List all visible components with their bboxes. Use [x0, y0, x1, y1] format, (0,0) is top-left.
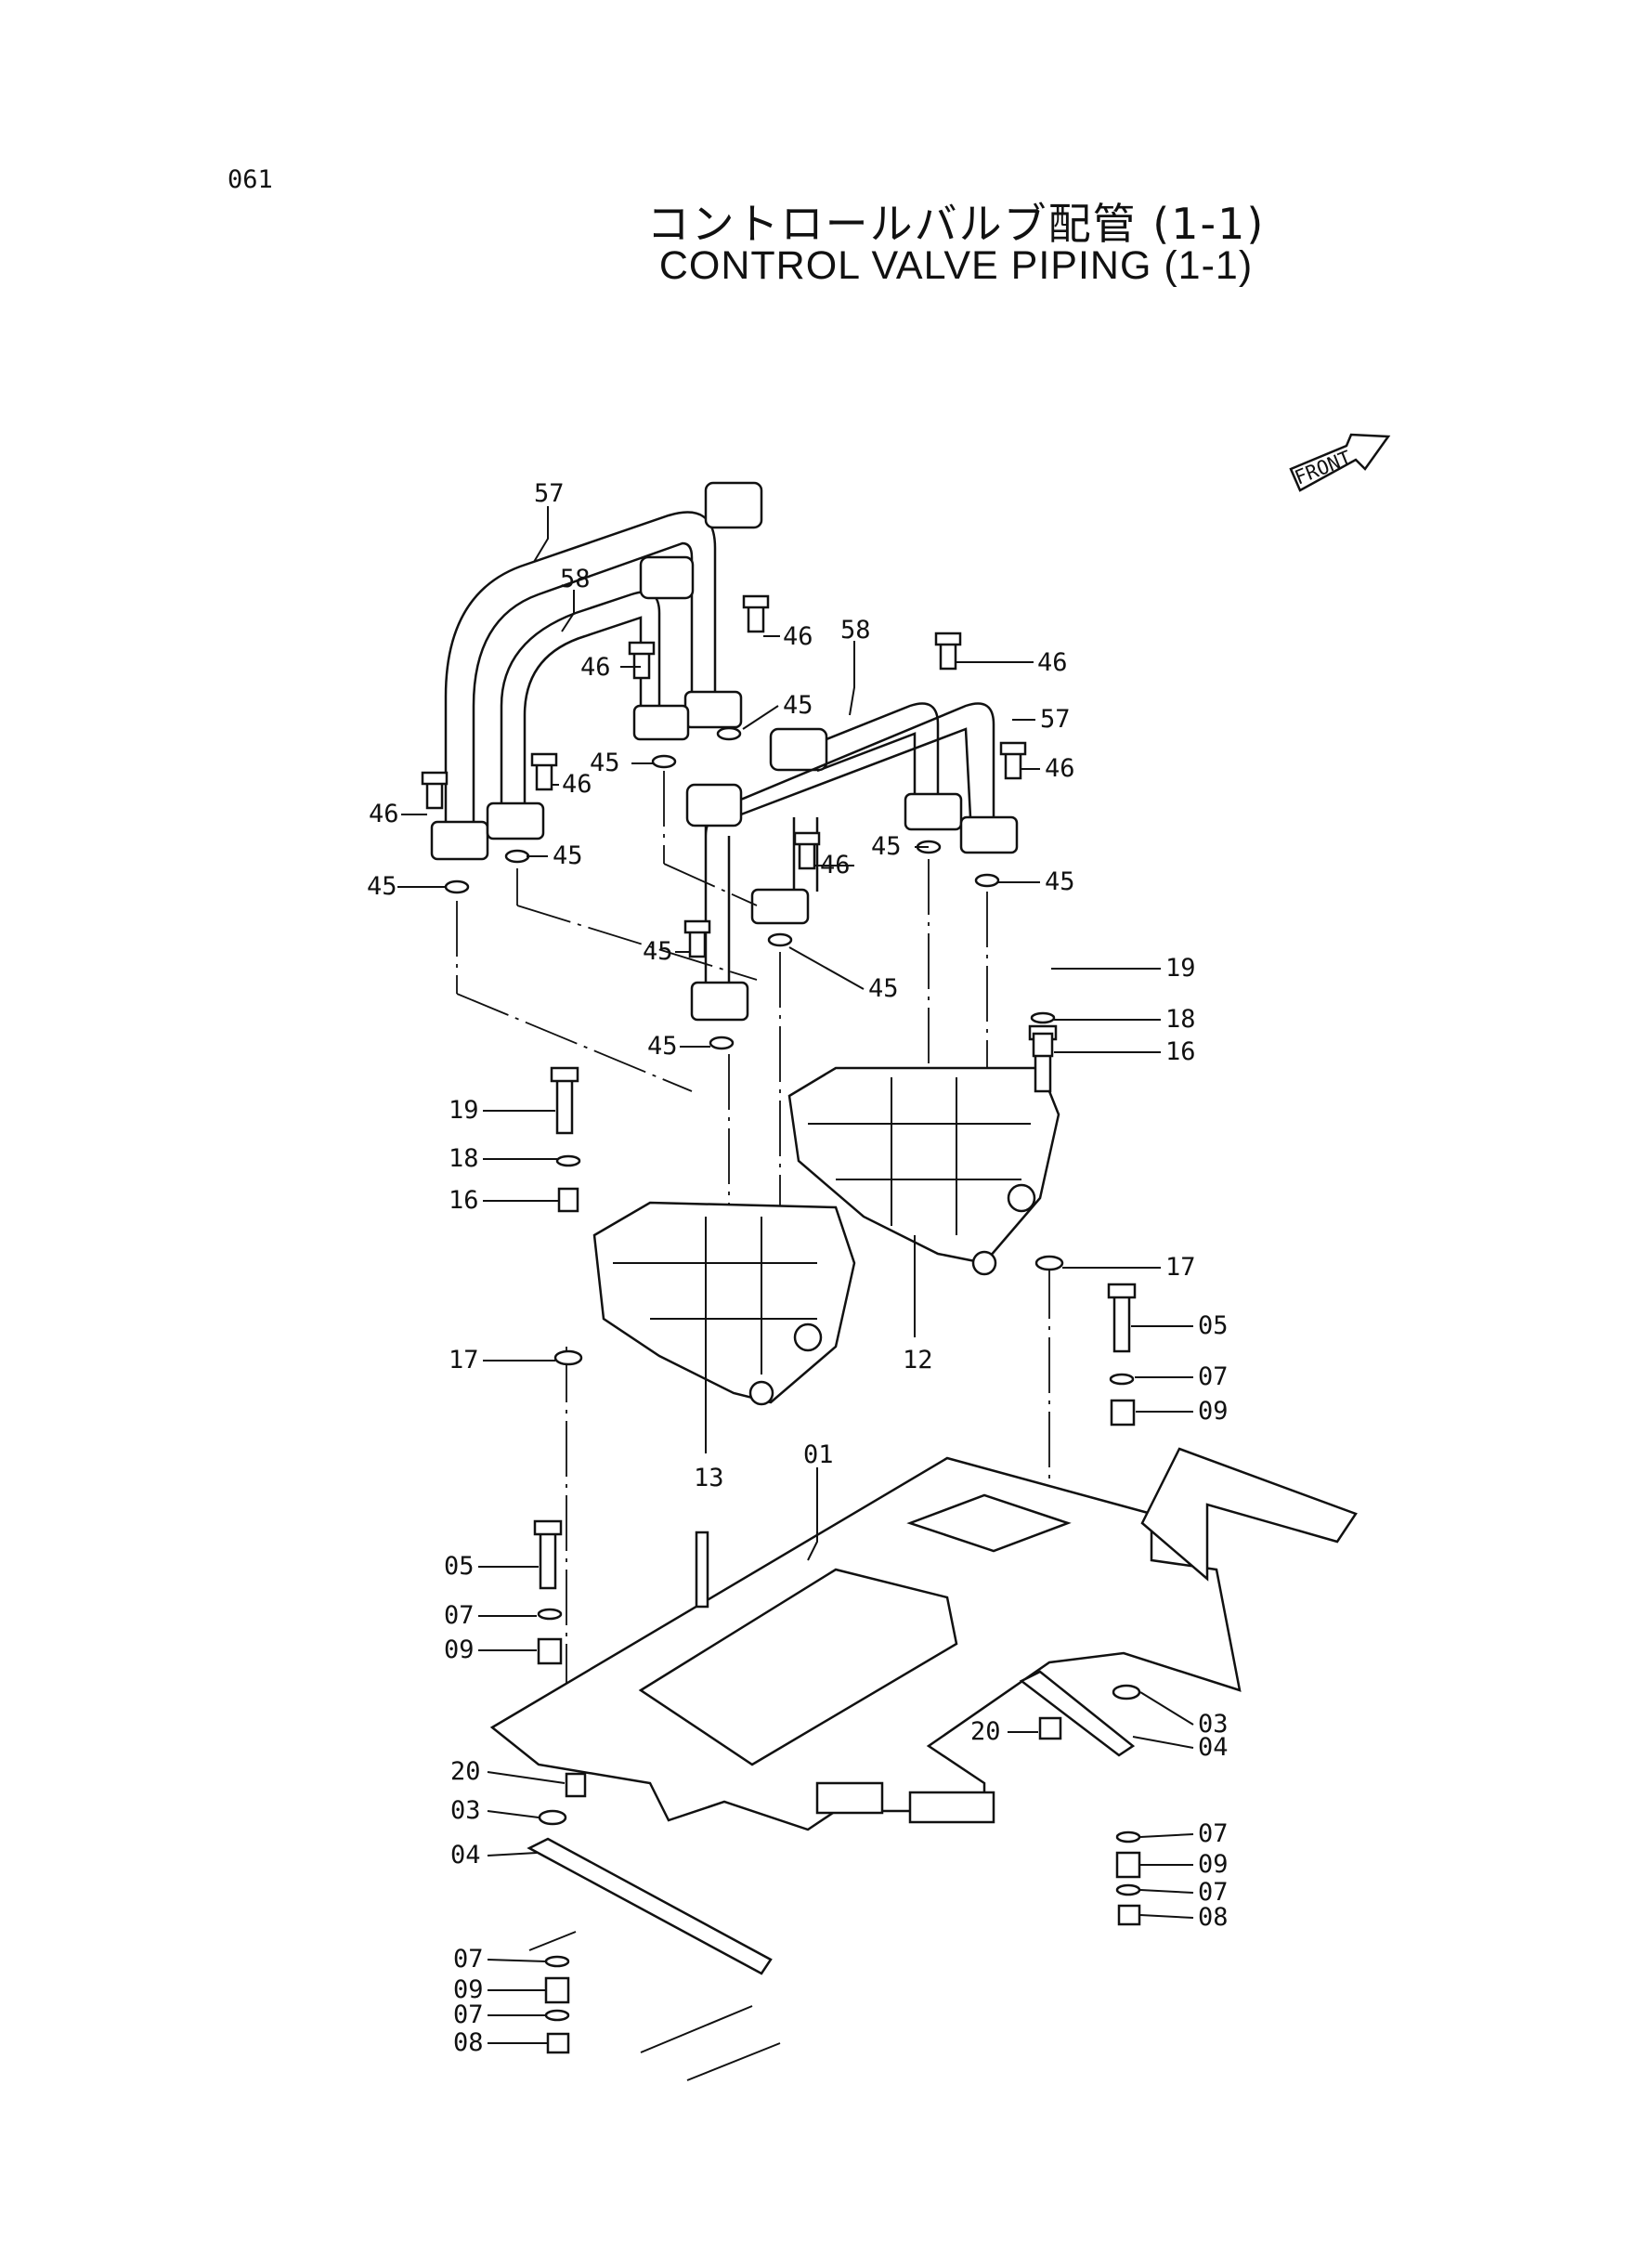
- part-label-46: 46: [580, 653, 611, 682]
- part-label-20: 20: [970, 1717, 1001, 1746]
- part-label-01: 01: [803, 1440, 834, 1469]
- pipe-57-right: [685, 702, 1019, 854]
- part-label-57: 57: [1040, 705, 1071, 734]
- mount-hardware-lower: [533, 1283, 1141, 2054]
- part-label-46: 46: [562, 770, 592, 799]
- control-valve-12: [787, 1066, 1060, 1276]
- part-label-45: 45: [868, 974, 899, 1003]
- part-label-09: 09: [1198, 1397, 1229, 1426]
- part-label-45: 45: [553, 841, 583, 870]
- part-label-05: 05: [444, 1552, 475, 1581]
- part-labels: 57 58 46 46 45 45 46 46 45 45 58 46 57 4…: [367, 479, 1229, 2057]
- part-label-45: 45: [367, 872, 397, 901]
- part-label-45: 45: [1045, 867, 1075, 896]
- part-label-04: 04: [1198, 1733, 1229, 1762]
- part-label-18: 18: [449, 1144, 479, 1173]
- part-label-46: 46: [783, 622, 813, 651]
- frame-01: [489, 1447, 1358, 1831]
- part-label-08: 08: [453, 2028, 484, 2057]
- part-label-46: 46: [1045, 754, 1075, 783]
- part-label-07: 07: [444, 1601, 475, 1630]
- part-label-07: 07: [1198, 1819, 1229, 1848]
- bolts-46: [421, 594, 1027, 958]
- front-arrow-icon: FRONT: [1289, 433, 1391, 492]
- part-label-09: 09: [1198, 1850, 1229, 1879]
- part-label-57: 57: [534, 479, 565, 508]
- part-label-09: 09: [444, 1635, 475, 1664]
- part-label-03: 03: [450, 1796, 481, 1825]
- title-japanese: コントロールバルブ配管 (1-1): [646, 199, 1266, 249]
- guide-lines: [456, 771, 1050, 1718]
- front-label: FRONT: [1292, 447, 1355, 489]
- mount-hardware-upper: [550, 1011, 1064, 1366]
- part-label-17: 17: [449, 1346, 479, 1375]
- part-label-58: 58: [840, 616, 871, 645]
- part-label-46: 46: [820, 851, 851, 879]
- leader-lines: [397, 506, 1194, 2044]
- part-label-07: 07: [1198, 1878, 1229, 1907]
- title-english: CONTROL VALVE PIPING (1-1): [658, 243, 1254, 288]
- part-label-07: 07: [453, 2000, 484, 2029]
- pipe-front-vertical: [690, 817, 819, 1022]
- control-valve-13: [592, 1201, 856, 1406]
- part-label-58: 58: [560, 565, 591, 593]
- part-label-17: 17: [1165, 1253, 1196, 1282]
- part-label-19: 19: [449, 1096, 479, 1125]
- part-label-20: 20: [450, 1757, 481, 1786]
- part-label-16: 16: [449, 1186, 479, 1215]
- part-label-45: 45: [871, 832, 902, 861]
- part-label-46: 45: [643, 937, 673, 966]
- part-label-18: 18: [1165, 1005, 1196, 1034]
- part-label-07: 07: [1198, 1362, 1229, 1391]
- part-label-13: 13: [694, 1464, 724, 1492]
- part-label-07: 07: [453, 1945, 484, 1974]
- part-label-04: 04: [450, 1841, 481, 1870]
- pipe-58-right: [769, 702, 963, 831]
- part-label-45: 45: [783, 691, 813, 720]
- part-label-12: 12: [903, 1346, 933, 1375]
- pads-04: [527, 1670, 1136, 2081]
- pipe-58-left: [486, 555, 695, 840]
- part-label-46: 46: [1037, 648, 1068, 677]
- part-label-05: 05: [1198, 1311, 1229, 1340]
- part-label-46: 46: [369, 800, 399, 828]
- part-label-19: 19: [1165, 954, 1196, 983]
- page-number: 061: [228, 165, 273, 194]
- pipe-57-left: [430, 481, 763, 861]
- part-label-45: 45: [647, 1032, 678, 1061]
- part-label-08: 08: [1198, 1903, 1229, 1932]
- part-label-16: 16: [1165, 1037, 1196, 1066]
- part-label-03: 03: [1198, 1710, 1229, 1739]
- part-label-09: 09: [453, 1975, 484, 2004]
- part-label-45: 45: [590, 749, 620, 777]
